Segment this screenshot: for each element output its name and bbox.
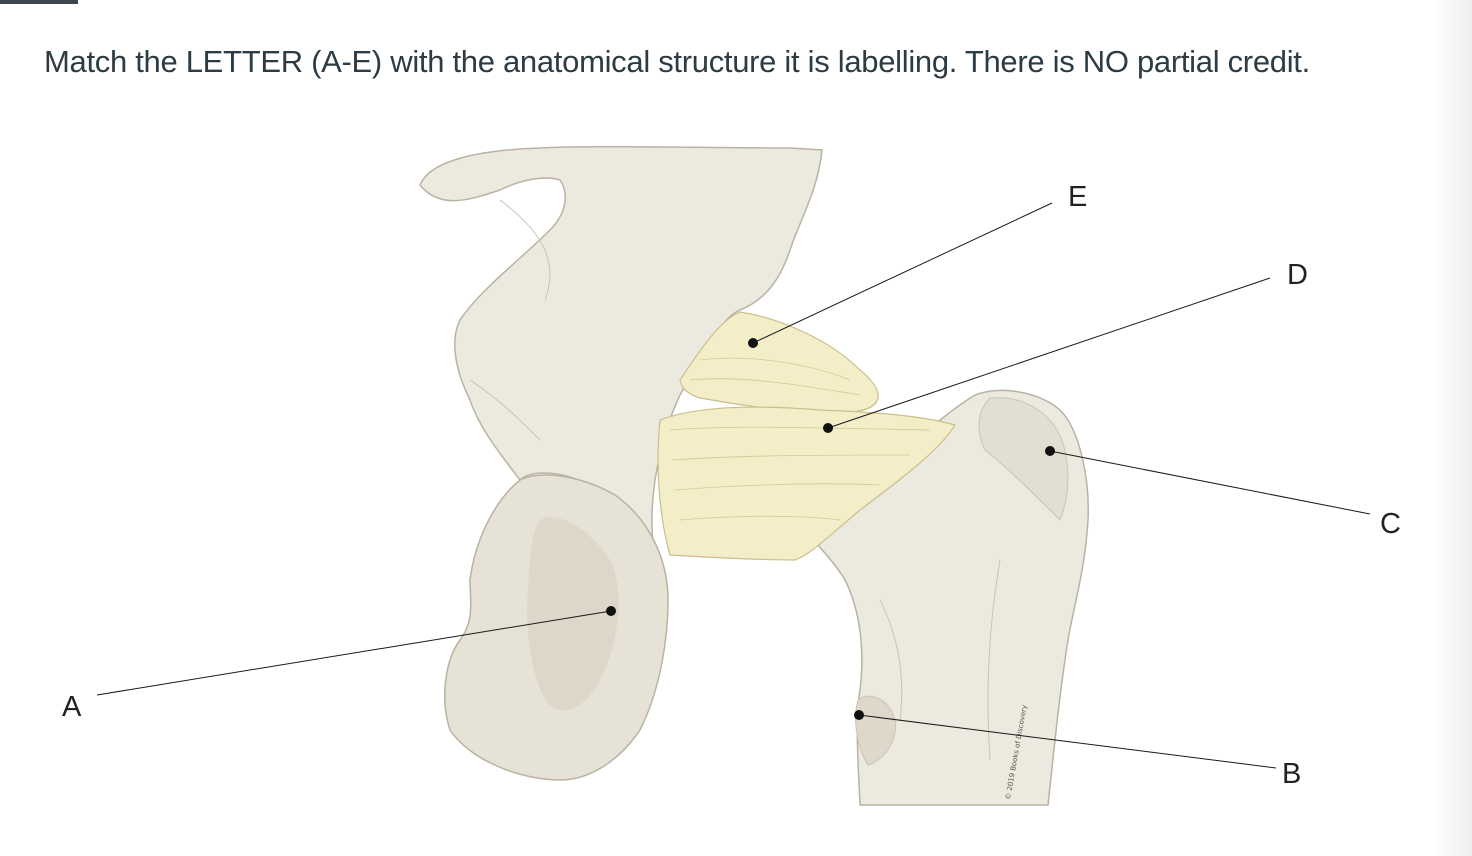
leader-line-c: [1049, 450, 1371, 515]
leader-line-b: [858, 714, 1277, 769]
marker-dot-c: [1045, 446, 1055, 456]
leader-line-a: [96, 610, 612, 696]
leader-lines: [96, 202, 1371, 769]
label-d: D: [1287, 259, 1308, 291]
question-prompt: Match the LETTER (A-E) with the anatomic…: [44, 44, 1310, 79]
label-b: B: [1282, 758, 1301, 790]
top-accent-bar: [0, 0, 78, 4]
hip-ligaments: [657, 311, 956, 561]
leader-line-e: [752, 202, 1053, 344]
leader-line-d: [827, 277, 1271, 429]
label-e: E: [1068, 181, 1087, 213]
pelvis-bone: [419, 145, 823, 781]
marker-dot-b: [854, 710, 864, 720]
marker-dots: [606, 338, 1055, 720]
label-a: A: [62, 691, 82, 723]
marker-dot-d: [823, 423, 833, 433]
marker-dot-a: [606, 606, 616, 616]
label-c: C: [1380, 508, 1401, 540]
right-edge-shadow: [1432, 0, 1472, 856]
marker-dot-e: [748, 338, 758, 348]
